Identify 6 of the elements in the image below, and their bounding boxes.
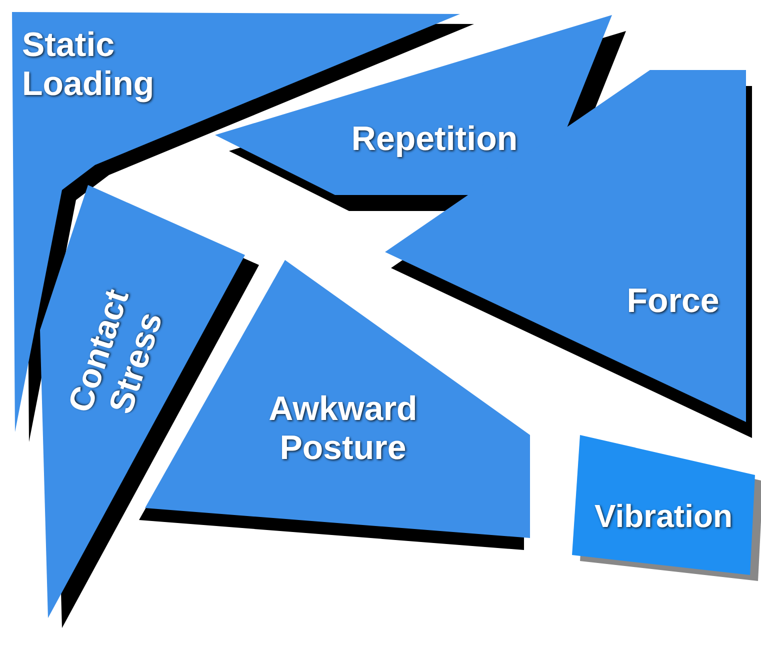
shape-panel	[572, 435, 761, 581]
risk-factor-label: Vibration	[593, 498, 734, 535]
risk-factor-label: Awkward Posture	[268, 390, 418, 468]
risk-factor-label: Force	[626, 282, 720, 322]
risk-factor-label: Repetition	[350, 120, 519, 160]
risk-factor-label: Static Loading	[22, 26, 156, 104]
